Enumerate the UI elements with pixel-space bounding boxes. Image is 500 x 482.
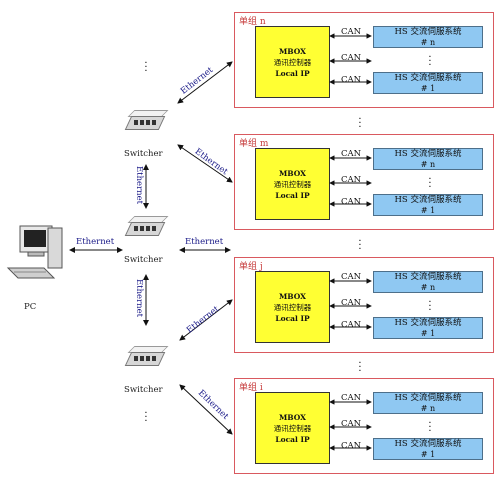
ethernet-label: Ethernet: [134, 278, 145, 318]
unit-label: 单组 i: [239, 383, 263, 393]
mbox-subtitle: 通讯控制器: [273, 57, 312, 67]
servo-number: # n: [420, 160, 436, 169]
can-label: CAN: [341, 298, 362, 308]
ethernet-label: Ethernet: [134, 165, 145, 205]
servo-title: HS 交流伺服系统: [394, 393, 462, 403]
switch-unit-i-link: [179, 384, 233, 435]
servo-number: # n: [420, 283, 436, 292]
servo-title: HS 交流伺服系统: [394, 27, 462, 37]
servo-title: HS 交流伺服系统: [394, 439, 462, 449]
can-label: CAN: [341, 53, 362, 63]
unit-i: 单组 i MBOX 通讯控制器 Local IP CAN CAN CAN HS …: [234, 378, 494, 474]
can-label: CAN: [341, 75, 362, 85]
switch-icon: [124, 110, 172, 148]
unit-m: 单组 m MBOX 通讯控制器 Local IP CAN CAN CAN HS …: [234, 134, 494, 230]
mbox-ip: Local IP: [275, 68, 310, 78]
can-label: CAN: [341, 149, 362, 159]
servo-system-top: HS 交流伺服系统# n: [373, 271, 483, 293]
servo-system-top: HS 交流伺服系统# n: [373, 148, 483, 170]
switch-unit-j-link: [179, 299, 233, 341]
mbox-ip: Local IP: [275, 434, 310, 444]
can-label: CAN: [341, 393, 362, 403]
can-label: CAN: [341, 197, 362, 207]
servo-title: HS 交流伺服系统: [394, 149, 462, 159]
mbox-title: MBOX: [278, 412, 306, 422]
mbox-title: MBOX: [278, 291, 306, 301]
unit-label: 单组 n: [239, 17, 266, 27]
servo-number: # 1: [420, 329, 436, 338]
servo-number: # n: [420, 38, 436, 47]
mbox-controller: MBOX 通讯控制器 Local IP: [255, 271, 330, 343]
servo-system-top: HS 交流伺服系统# n: [373, 26, 483, 48]
servo-system-bottom: HS 交流伺服系统# 1: [373, 194, 483, 216]
servo-number: # 1: [420, 206, 436, 215]
ellipsis-dots: ···: [428, 418, 432, 437]
switch-label: Switcher: [124, 385, 163, 395]
servo-number: # n: [420, 404, 436, 413]
switch-unit-m-link: [177, 144, 233, 183]
mbox-subtitle: 通讯控制器: [273, 179, 312, 189]
can-label: CAN: [341, 27, 362, 37]
unit-n: 单组 n MBOX 通讯控制器 Local IP CAN CAN CAN HS …: [234, 12, 494, 108]
can-label: CAN: [341, 419, 362, 429]
switch-unit-n-link: [177, 61, 233, 104]
mbox-ip: Local IP: [275, 313, 310, 323]
ellipsis-dots: ···: [428, 174, 432, 193]
mbox-subtitle: 通讯控制器: [273, 423, 312, 433]
servo-number: # 1: [420, 84, 436, 93]
switch-label: Switcher: [124, 255, 163, 265]
ellipsis-dots: ···: [358, 236, 362, 255]
switch-label: Switcher: [124, 149, 163, 159]
servo-system-bottom: HS 交流伺服系统# 1: [373, 72, 483, 94]
servo-title: HS 交流伺服系统: [394, 318, 462, 328]
mbox-ip: Local IP: [275, 190, 310, 200]
servo-title: HS 交流伺服系统: [394, 195, 462, 205]
can-label: CAN: [341, 320, 362, 330]
servo-system-bottom: HS 交流伺服系统# 1: [373, 438, 483, 460]
mbox-title: MBOX: [278, 168, 306, 178]
can-label: CAN: [341, 175, 362, 185]
ellipsis-dots: ···: [144, 58, 148, 77]
switch-icon: [124, 346, 172, 384]
servo-system-top: HS 交流伺服系统# n: [373, 392, 483, 414]
unit-j: 单组 j MBOX 通讯控制器 Local IP CAN CAN CAN HS …: [234, 257, 494, 353]
mbox-controller: MBOX 通讯控制器 Local IP: [255, 148, 330, 220]
unit-label: 单组 j: [239, 262, 263, 272]
ellipsis-dots: ···: [428, 52, 432, 71]
mbox-title: MBOX: [278, 46, 306, 56]
mbox-subtitle: 通讯控制器: [273, 302, 312, 312]
pc-icon: [4, 222, 68, 286]
can-label: CAN: [341, 272, 362, 282]
servo-title: HS 交流伺服系统: [394, 73, 462, 83]
ethernet-label: Ethernet: [185, 237, 224, 247]
ethernet-label: Ethernet: [76, 237, 115, 247]
unit-label: 单组 m: [239, 139, 269, 149]
servo-system-bottom: HS 交流伺服系统# 1: [373, 317, 483, 339]
ellipsis-dots: ···: [358, 114, 362, 133]
switch-icon: [124, 216, 172, 254]
ellipsis-dots: ···: [428, 297, 432, 316]
servo-number: # 1: [420, 450, 436, 459]
can-label: CAN: [341, 441, 362, 451]
servo-title: HS 交流伺服系统: [394, 272, 462, 282]
mbox-controller: MBOX 通讯控制器 Local IP: [255, 392, 330, 464]
ellipsis-dots: ···: [144, 408, 148, 427]
pc-label: PC: [24, 302, 37, 312]
mbox-controller: MBOX 通讯控制器 Local IP: [255, 26, 330, 98]
ellipsis-dots: ···: [358, 358, 362, 377]
